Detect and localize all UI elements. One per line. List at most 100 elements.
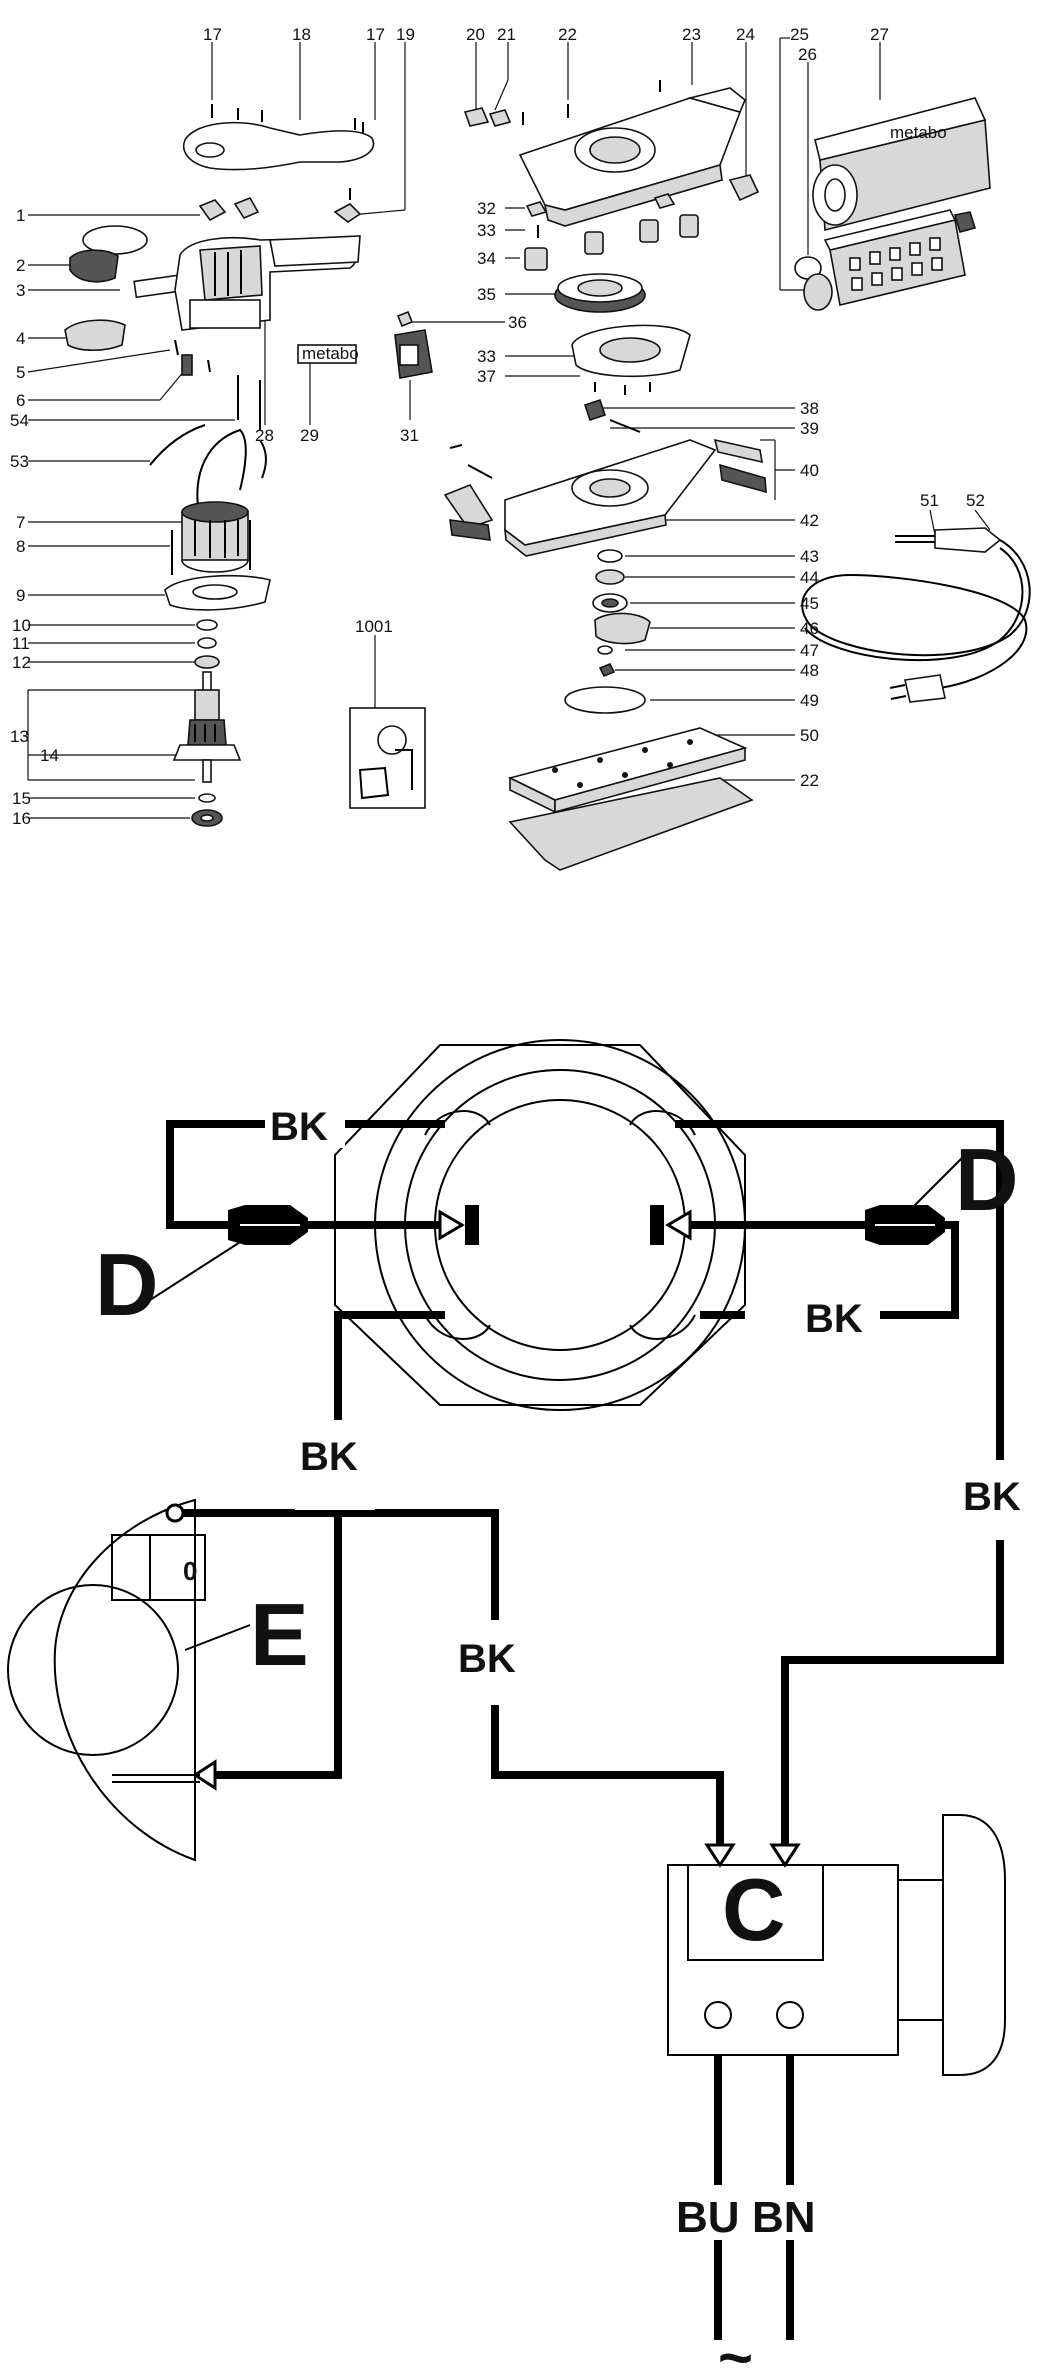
part-label: 14 — [40, 746, 59, 765]
handle-cover-part-18 — [183, 121, 375, 171]
part-label: 36 — [508, 313, 527, 332]
dust-canister-part-27: metabo — [812, 97, 991, 232]
brush-right — [650, 1205, 664, 1245]
part-label: 31 — [400, 426, 419, 445]
cap-part-4 — [64, 319, 126, 352]
top-plate-part-23 — [518, 87, 746, 227]
part-label: 28 — [255, 426, 274, 445]
part-label: 25 — [790, 25, 809, 44]
brush-left — [465, 1205, 479, 1245]
part-label: 20 — [466, 25, 485, 44]
component-label-d-right: D — [955, 1130, 1019, 1229]
screw-part-17 — [211, 104, 364, 200]
base-plate-part-42 — [504, 439, 717, 557]
part-label: 49 — [800, 691, 819, 710]
part-label: 42 — [800, 511, 819, 530]
part-label: 2 — [16, 256, 25, 275]
logo-text: metabo — [302, 344, 359, 363]
logo-plate-part-29 — [297, 344, 357, 364]
part-label: 1 — [16, 206, 25, 225]
exploded-view-middle — [394, 42, 795, 871]
switch-part-31 — [394, 329, 433, 379]
part-label: 19 — [396, 25, 415, 44]
part-label: 53 — [10, 452, 29, 471]
part-label: 47 — [800, 641, 819, 660]
power-cord-part-51-52 — [801, 527, 1031, 703]
lead-label-bu: BU — [676, 2193, 740, 2242]
logo-text-canister: metabo — [890, 123, 947, 142]
part-label: 34 — [477, 249, 496, 268]
part-label: 40 — [800, 461, 819, 480]
fan-part-35 — [554, 273, 646, 313]
field-coil-part-7 — [181, 501, 249, 573]
wire-label-bk: BK — [458, 1637, 516, 1681]
component-label-e: E — [250, 1585, 309, 1684]
part-label: 17 — [366, 25, 385, 44]
wiring-diagram: 0 — [7, 1039, 1006, 2340]
motor-housing — [174, 235, 361, 331]
part-label: 54 — [10, 411, 29, 430]
sanding-sheet-part-22 — [508, 777, 754, 871]
part-label: 46 — [800, 619, 819, 638]
part-label: 13 — [10, 727, 29, 746]
part-label: 22 — [558, 25, 577, 44]
manual-part-1001 — [349, 707, 426, 809]
exploded-view-right: metabo — [349, 37, 1031, 809]
part-label: 27 — [870, 25, 889, 44]
ac-symbol: ~ — [718, 2324, 753, 2379]
part-label: 18 — [292, 25, 311, 44]
part-label: 4 — [16, 329, 25, 348]
exploded-view-left: metabo — [27, 42, 406, 827]
part-label: 9 — [16, 586, 25, 605]
part-label: 32 — [477, 199, 496, 218]
wire-label-bk: BK — [805, 1297, 863, 1341]
connector-d-right — [865, 1205, 945, 1245]
part-label: 17 — [203, 25, 222, 44]
filter-part-25 — [803, 209, 977, 311]
part-label: 33 — [477, 347, 496, 366]
wire-label-bk: BK — [270, 1105, 328, 1149]
part-label: 52 — [966, 491, 985, 510]
part-label: 21 — [497, 25, 516, 44]
eccentric-part-46 — [594, 612, 651, 645]
part-label: 51 — [920, 491, 939, 510]
cap-part-2 — [69, 249, 119, 283]
part-label: 16 — [12, 809, 31, 828]
lead-label-bn: BN — [752, 2193, 816, 2242]
part-label: 8 — [16, 537, 25, 556]
part-label: 48 — [800, 661, 819, 680]
part-label: 45 — [800, 594, 819, 613]
part-number-labels: 17 18 17 19 20 21 22 23 24 25 26 27 1 2 … — [10, 25, 985, 828]
part-label: 7 — [16, 513, 25, 532]
part-label: 38 — [800, 399, 819, 418]
part-label: 15 — [12, 789, 31, 808]
wire-label-bk: BK — [300, 1435, 358, 1479]
component-label-c: C — [722, 1860, 786, 1959]
part-label: 50 — [800, 726, 819, 745]
part-label: 35 — [477, 285, 496, 304]
part-label: 3 — [16, 281, 25, 300]
part-label: 5 — [16, 363, 25, 382]
part-label: 43 — [800, 547, 819, 566]
part-label: 6 — [16, 391, 25, 410]
part-label: 44 — [800, 568, 819, 587]
wire-label-bk: BK — [963, 1475, 1021, 1519]
part-label: 12 — [12, 653, 31, 672]
component-c-switch — [667, 1814, 1006, 2076]
component-label-d-left: D — [95, 1235, 159, 1334]
part-label: 26 — [798, 45, 817, 64]
sanding-pad-part-50 — [507, 727, 748, 814]
part-label: 39 — [800, 419, 819, 438]
part-label: 37 — [477, 367, 496, 386]
part-label: 11 — [12, 634, 30, 653]
pad-disc-part-49 — [564, 686, 646, 714]
wiring-labels: BK BK BK BK BK D D E C BU BN ~ — [95, 1100, 1040, 2379]
part-label: 29 — [300, 426, 319, 445]
bearing-plate-part-37 — [571, 324, 691, 378]
part-label: 1001 — [355, 617, 393, 636]
component-e: 0 — [7, 1498, 251, 1862]
part-label: 23 — [682, 25, 701, 44]
part-label: 33 — [477, 221, 496, 240]
part-label: 10 — [12, 616, 31, 635]
